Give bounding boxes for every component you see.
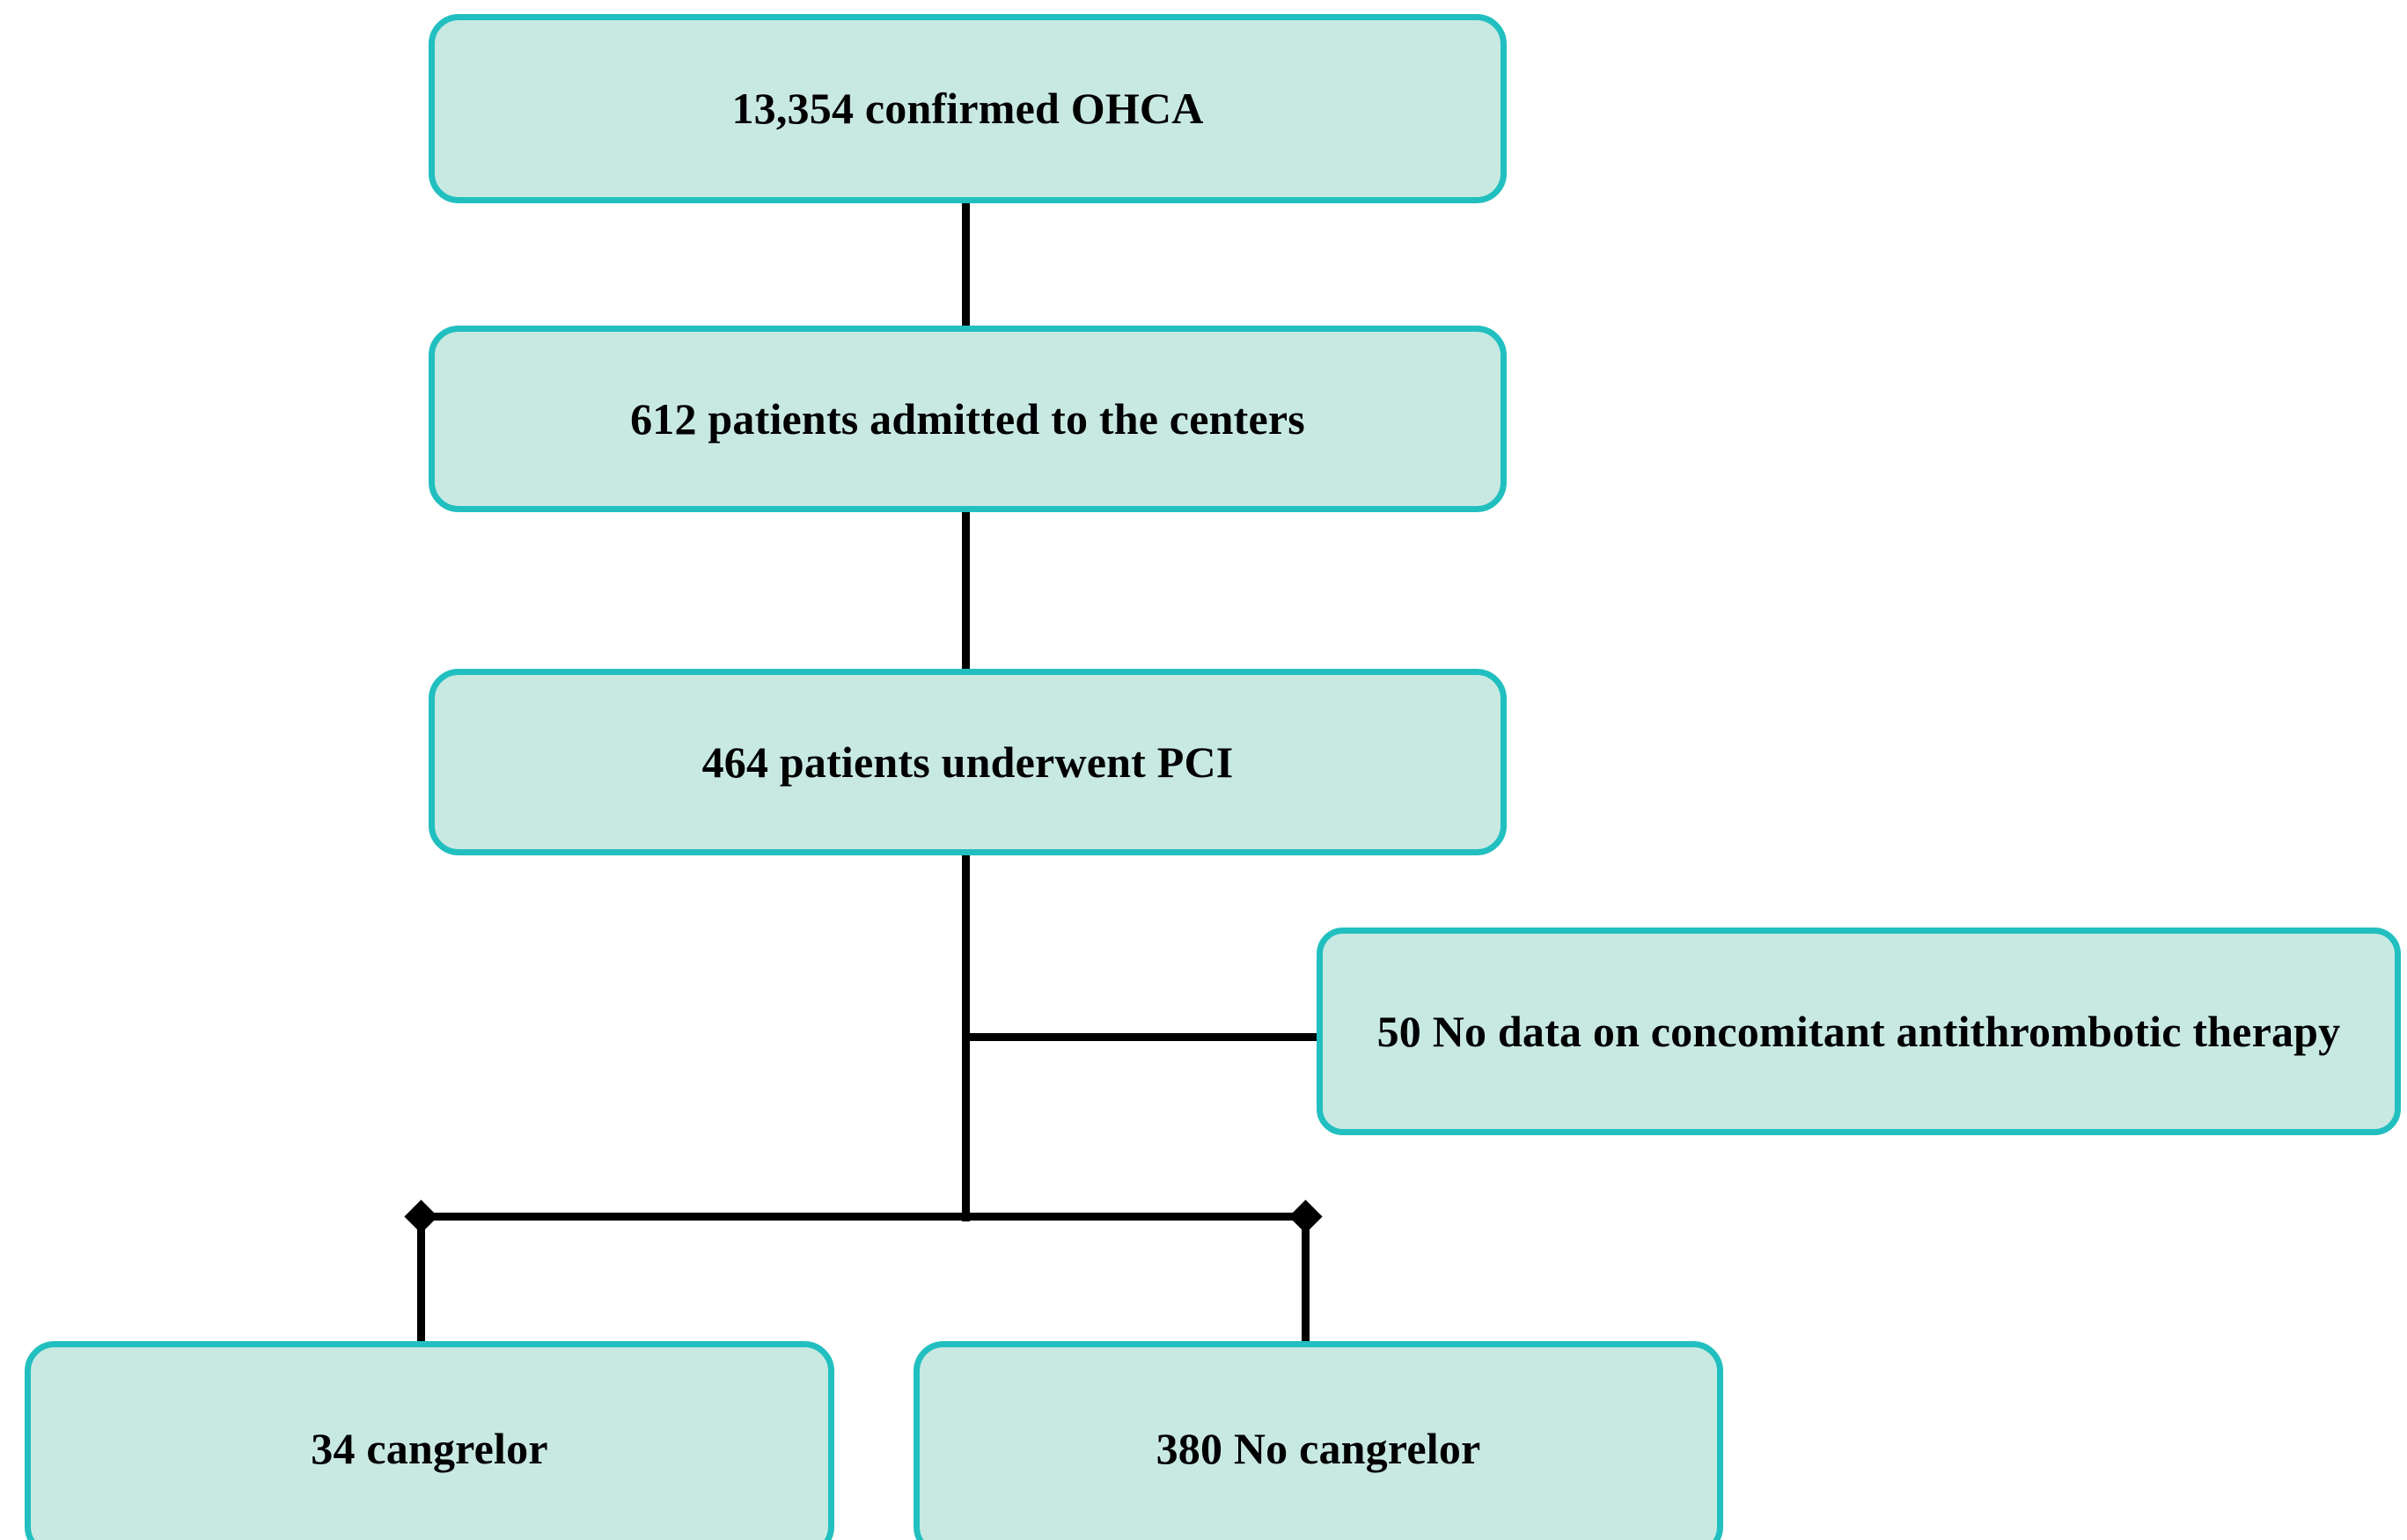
node-patients-underwent-pci: 464 patients underwent PCI <box>429 669 1507 855</box>
node-patients-underwent-pci-label: 464 patients underwent PCI <box>701 737 1234 787</box>
node-no-cangrelor: 380 No cangrelor <box>914 1341 1723 1540</box>
diamond-marker-right-icon <box>1288 1199 1323 1234</box>
connector-to-cangrelor <box>417 1216 425 1346</box>
node-no-cangrelor-label: 380 No cangrelor <box>1156 1424 1481 1474</box>
node-no-data-antithrombotic-label: 50 No data on concomitant antithrombotic… <box>1376 1006 2341 1056</box>
connector-pci-to-nodata <box>962 1033 1321 1041</box>
node-patients-admitted: 612 patients admitted to the centers <box>429 326 1507 512</box>
connector-admitted-to-pci <box>962 510 970 672</box>
connector-split-bar <box>421 1213 1313 1221</box>
diamond-marker-left-icon <box>404 1199 438 1234</box>
node-patients-admitted-label: 612 patients admitted to the centers <box>630 393 1305 444</box>
node-no-data-antithrombotic: 50 No data on concomitant antithrombotic… <box>1317 928 2401 1135</box>
node-cangrelor-label: 34 cangrelor <box>311 1424 548 1474</box>
node-cangrelor: 34 cangrelor <box>25 1341 834 1540</box>
node-confirmed-ohca-label: 13,354 confirmed OHCA <box>731 84 1204 134</box>
connector-ohca-to-admitted <box>962 201 970 329</box>
node-confirmed-ohca: 13,354 confirmed OHCA <box>429 14 1507 203</box>
connector-to-no-cangrelor <box>1302 1216 1310 1346</box>
